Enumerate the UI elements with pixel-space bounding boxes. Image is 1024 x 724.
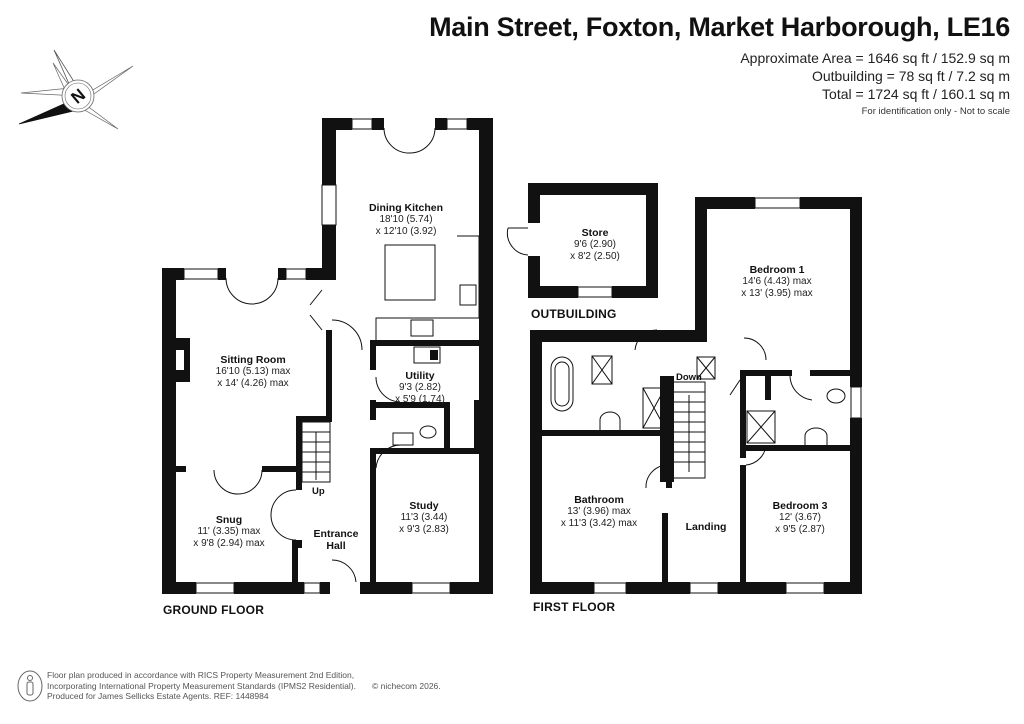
- ground-floor-walls: [162, 118, 493, 594]
- room-name: Study: [409, 500, 439, 512]
- room-dimension: x 9'8 (2.94) max: [193, 538, 265, 549]
- room-dimension: 11'3 (3.44): [400, 512, 448, 523]
- room-dimension: 9'6 (2.90): [574, 239, 616, 250]
- room-entrance-hall: Entrance Hall: [314, 528, 359, 552]
- room-name: Bathroom: [574, 494, 624, 506]
- compass-north-icon: N: [18, 49, 134, 130]
- outbuilding-area: Outbuilding = 78 sq ft / 7.2 sq m: [811, 68, 1010, 84]
- room-dimension: x 11'3 (3.42) max: [560, 518, 638, 529]
- approximate-area: Approximate Area = 1646 sq ft / 152.9 sq…: [740, 50, 1010, 66]
- stair-down-label: Down: [676, 372, 702, 383]
- footer-line-1: Floor plan produced in accordance with R…: [47, 670, 355, 680]
- person-info-icon: [17, 670, 43, 702]
- room-sitting-room: Sitting Room 16'10 (5.13) max x 14' (4.2…: [216, 354, 291, 390]
- ground-floor-label: GROUND FLOOR: [163, 603, 265, 617]
- room-snug: Snug 11' (3.35) max x 9'8 (2.94) max: [193, 514, 264, 550]
- room-name: Bedroom 1: [749, 264, 805, 276]
- room-name: Store: [581, 227, 609, 239]
- room-dimension: x 9'3 (2.83): [399, 524, 449, 535]
- room-bedroom-1: Bedroom 1 14'6 (4.43) max x 13' (3.95) m…: [741, 264, 812, 300]
- total-area: Total = 1724 sq ft / 160.1 sq m: [822, 86, 1010, 102]
- property-address-title: Main Street, Foxton, Market Harborough, …: [429, 12, 1010, 42]
- room-bedroom-3: Bedroom 3 12' (3.67) x 9'5 (2.87): [773, 500, 828, 536]
- scale-disclaimer: For identification only - Not to scale: [861, 106, 1010, 117]
- room-name: Sitting Room: [220, 354, 286, 366]
- room-dimension: 11' (3.35) max: [197, 526, 261, 537]
- room-dimension: x 9'5 (2.87): [775, 524, 825, 535]
- room-name: Dining Kitchen: [368, 202, 444, 214]
- room-dining-kitchen: Dining Kitchen 18'10 (5.74) x 12'10 (3.9…: [369, 202, 443, 238]
- first-floor-label: FIRST FLOOR: [533, 600, 616, 614]
- room-dimension: x 8'2 (2.50): [570, 251, 620, 262]
- stair-up-label: Up: [312, 486, 325, 497]
- footer-notes: Floor plan produced in accordance with R…: [47, 670, 441, 702]
- room-dimension: 12' (3.67): [779, 512, 821, 523]
- room-name: Entrance: [313, 528, 359, 540]
- room-store: Store 9'6 (2.90) x 8'2 (2.50): [570, 227, 620, 263]
- room-dimension: x 5'9 (1.74): [395, 394, 445, 405]
- room-name: Landing: [685, 521, 727, 533]
- room-study: Study 11'3 (3.44) x 9'3 (2.83): [399, 500, 449, 536]
- room-dimension: 18'10 (5.74): [379, 214, 433, 225]
- room-dimension: x 13' (3.95) max: [741, 288, 813, 299]
- room-dimension: 14'6 (4.43) max: [742, 276, 812, 287]
- room-utility: Utility 9'3 (2.82) x 5'9 (1.74): [395, 370, 445, 406]
- footer-line-3: Produced for James Sellicks Estate Agent…: [47, 691, 269, 701]
- room-dimension: 13' (3.96) max: [567, 506, 631, 517]
- room-dimension: 16'10 (5.13) max: [215, 366, 291, 377]
- room-name: Utility: [405, 370, 435, 382]
- room-name-line2: Hall: [326, 540, 346, 552]
- outbuilding-label: OUTBUILDING: [531, 307, 617, 321]
- outbuilding-walls: [506, 183, 658, 298]
- room-dimension: 9'3 (2.82): [399, 382, 441, 393]
- footer-copyright: © nichecom 2026.: [372, 680, 441, 691]
- room-landing: Landing: [686, 521, 727, 533]
- room-dimension: x 14' (4.26) max: [217, 378, 289, 389]
- room-dimension: x 12'10 (3.92): [375, 226, 437, 237]
- footer-line-2: Incorporating International Property Mea…: [47, 680, 356, 691]
- room-name: Bedroom 3: [772, 500, 828, 512]
- first-floor-walls: [530, 197, 862, 594]
- room-name: Snug: [215, 514, 243, 526]
- room-bathroom: Bathroom 13' (3.96) max x 11'3 (3.42) ma…: [561, 494, 637, 530]
